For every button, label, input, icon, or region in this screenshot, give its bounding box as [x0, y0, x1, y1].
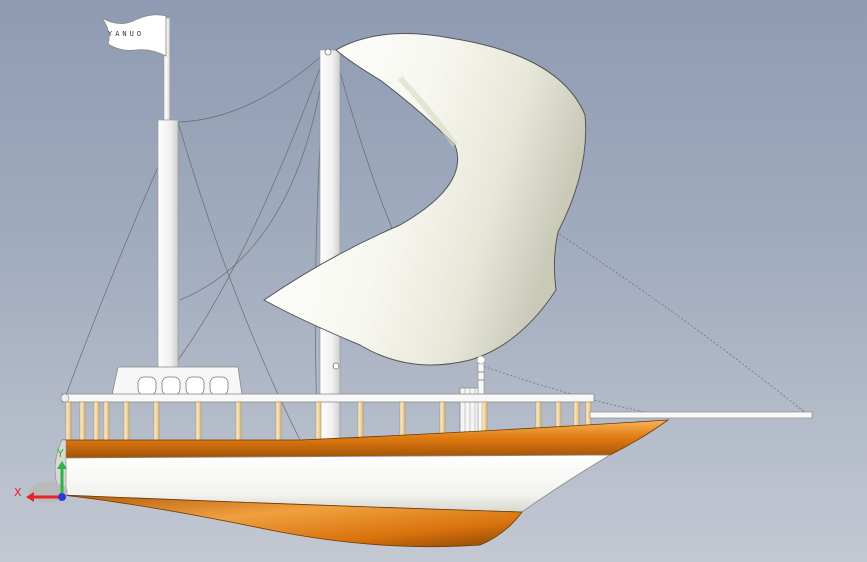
sail	[263, 33, 587, 366]
z-axis-dot	[58, 493, 66, 501]
y-axis-label: Y	[56, 447, 64, 460]
cabin	[111, 366, 243, 396]
hull-upper-band	[61, 419, 670, 461]
main-mast	[319, 49, 341, 443]
flag: YANUO	[101, 14, 171, 125]
flag-text: YANUO	[108, 30, 144, 38]
hull-bottom	[61, 494, 523, 548]
railing	[60, 393, 595, 443]
coordinate-triad: X Y	[14, 447, 68, 502]
bowsprit	[589, 411, 813, 419]
x-axis-label: X	[14, 486, 22, 499]
mast-top-pulley	[324, 48, 332, 56]
rear-mast	[157, 119, 179, 371]
mast-ring	[332, 362, 340, 370]
